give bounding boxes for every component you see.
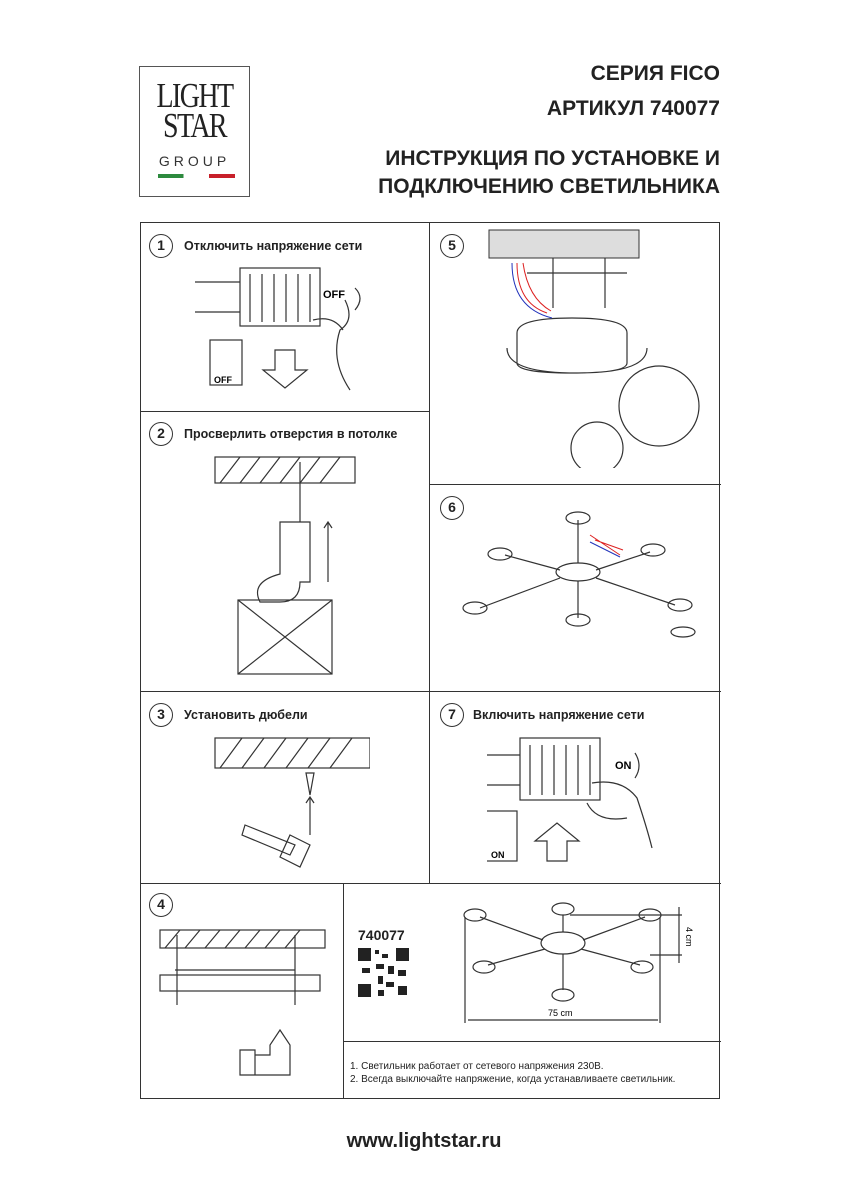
- instruction-grid: [140, 222, 721, 1099]
- qr-code[interactable]: [358, 948, 410, 998]
- note-1: 1. Светильник работает от сетевого напря…: [350, 1061, 604, 1072]
- step-number: 2: [149, 422, 173, 446]
- breaker-on-illustration: ON ON: [487, 737, 653, 862]
- step-text: Включить напряжение сети: [473, 708, 645, 722]
- breaker-off-illustration: OFF OFF: [195, 267, 361, 391]
- step-number: 6: [440, 496, 464, 520]
- dowel-illustration: [214, 737, 370, 868]
- step-number: 3: [149, 703, 173, 727]
- dimensions-drawing: 75 cm 4 cm: [463, 902, 694, 1023]
- article-title: АРТИКУЛ 740077: [546, 97, 720, 120]
- on-box-label: ON: [491, 850, 505, 860]
- off-box-label: OFF: [214, 375, 232, 385]
- note-2: 2. Всегда выключайте напряжение, когда у…: [350, 1074, 676, 1085]
- off-label: OFF: [323, 289, 345, 301]
- chandelier-assembly-illustration: [462, 511, 696, 638]
- step-text: Просверлить отверстия в потолке: [184, 427, 398, 441]
- step-number: 4: [149, 893, 173, 917]
- step-number: 7: [440, 703, 464, 727]
- website-link[interactable]: www.lightstar.ru: [346, 1130, 502, 1152]
- step-text: Отключить напряжение сети: [184, 239, 363, 253]
- mounting-plate-illustration: [159, 929, 326, 1076]
- on-label: ON: [615, 760, 632, 772]
- logo-group: GROUP: [158, 153, 231, 169]
- product-code: 740077: [358, 927, 405, 943]
- width-dimension: 75 cm: [548, 1008, 573, 1018]
- ceiling-connection-illustration: [488, 229, 700, 468]
- height-dimension: 4 cm: [684, 927, 694, 947]
- step-text: Установить дюбели: [184, 708, 308, 722]
- step-number: 5: [440, 234, 464, 258]
- series-title: СЕРИЯ FICO: [590, 62, 720, 85]
- step-number: 1: [149, 234, 173, 258]
- drill-illustration: [214, 456, 356, 675]
- italian-flag-stripe: [158, 174, 235, 178]
